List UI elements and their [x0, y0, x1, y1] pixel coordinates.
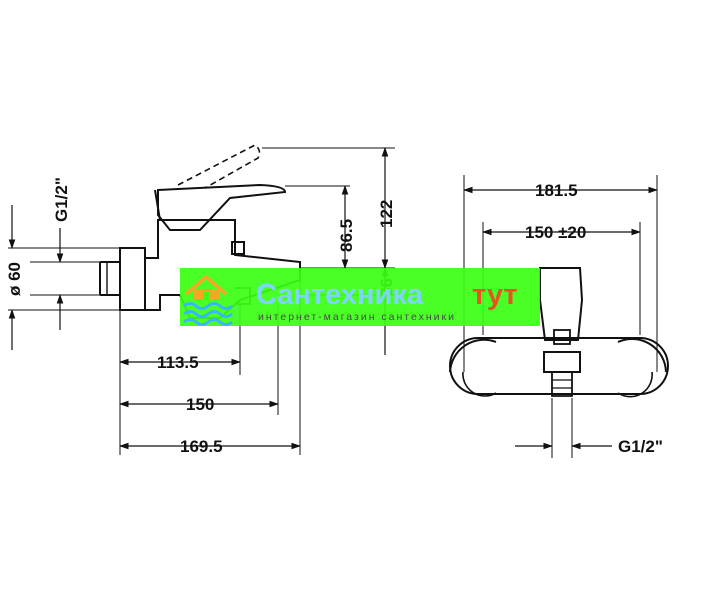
diverter-button	[231, 241, 245, 255]
label-thread-left: G1/2"	[52, 177, 71, 222]
wall-flange	[119, 247, 146, 311]
watermark-band	[180, 268, 540, 326]
watermark-subtitle: интернет-магазин сантехники	[258, 311, 456, 323]
label-86: 86.5	[337, 219, 356, 252]
label-150-side: 150	[186, 395, 214, 414]
label-122: 122	[377, 200, 396, 228]
label-thread-bottom: G1/2"	[618, 437, 663, 456]
watermark-title: Сантехника	[256, 279, 424, 311]
watermark-title-tail: тут	[472, 279, 518, 311]
inlet-pipe	[99, 261, 120, 296]
dimension-labels: G1/2" ø 60 86.5 122 36 113.5 150 169.5 1…	[5, 177, 663, 456]
right-connector	[617, 337, 667, 373]
watermark: Сантехника тут интернет-магазин сантехни…	[180, 268, 540, 326]
label-169: 169.5	[180, 437, 223, 456]
label-150-front: 150 ±20	[525, 223, 586, 242]
label-diameter: ø 60	[5, 262, 24, 296]
lever-handle	[157, 183, 287, 231]
label-181: 181.5	[535, 181, 578, 200]
front-spout	[543, 351, 581, 373]
lever-open-position	[177, 144, 261, 189]
house-logo-icon	[183, 275, 233, 326]
front-diverter	[553, 329, 571, 345]
front-body-bar	[449, 337, 669, 395]
left-connector	[449, 338, 497, 373]
label-113: 113.5	[157, 353, 199, 372]
